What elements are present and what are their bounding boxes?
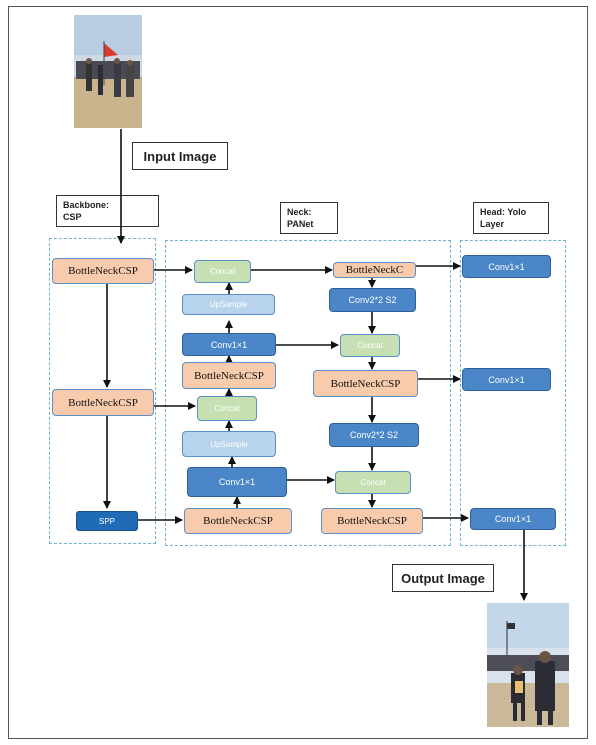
- neck-bottleneckcsp-bottom: BottleNeckCSP: [321, 508, 423, 534]
- backbone-spp: SPP: [76, 511, 138, 531]
- neck-concat-b: Concat: [197, 396, 257, 421]
- output-image-label: Output Image: [392, 564, 494, 592]
- neck-conv1x1-b: Conv1×1: [187, 467, 287, 497]
- neck-region: [165, 240, 451, 546]
- neck-concat-c: Concat: [340, 334, 400, 357]
- head-conv1x1-2: Conv1×1: [462, 368, 551, 391]
- neck-label-line1: Neck:: [287, 207, 312, 217]
- backbone-label: Backbone: CSP: [56, 195, 159, 227]
- neck-conv2x2-s2-b: Conv2*2 S2: [329, 423, 419, 447]
- neck-conv1x1-a: Conv1×1: [182, 333, 276, 356]
- head-label: Head: Yolo Layer: [473, 202, 549, 234]
- neck-upsample-a: UpSample: [182, 294, 275, 315]
- backbone-label-line1: Backbone:: [63, 200, 110, 210]
- neck-bottleneckcsp-top: BottleNeckC: [333, 262, 416, 278]
- backbone-label-line2: CSP: [63, 212, 82, 222]
- head-conv1x1-1: Conv1×1: [462, 255, 551, 278]
- head-label-line2: Layer: [480, 219, 505, 229]
- backbone-bottleneckcsp-1: BottleNeckCSP: [52, 258, 154, 284]
- input-image: [74, 15, 142, 128]
- neck-concat-d: Concat: [335, 471, 411, 494]
- backbone-bottleneckcsp-2: BottleNeckCSP: [52, 389, 154, 416]
- head-label-line1: Head: Yolo: [480, 207, 527, 217]
- input-image-label: Input Image: [132, 142, 228, 170]
- neck-bottleneckcsp-a: BottleNeckCSP: [182, 362, 276, 389]
- neck-bottleneckcsp-b: BottleNeckCSP: [184, 508, 292, 534]
- neck-concat-a: Concat: [194, 260, 251, 283]
- backbone-region: [49, 238, 156, 544]
- neck-bottleneckcsp-mid: BottleNeckCSP: [313, 370, 418, 397]
- neck-upsample-b: UpSample: [182, 431, 276, 457]
- output-image: [487, 603, 569, 727]
- head-region: [460, 240, 566, 546]
- head-conv1x1-3: Conv1×1: [470, 508, 556, 530]
- neck-conv2x2-s2-a: Conv2*2 S2: [329, 288, 416, 312]
- neck-label: Neck: PANet: [280, 202, 338, 234]
- neck-label-line2: PANet: [287, 219, 314, 229]
